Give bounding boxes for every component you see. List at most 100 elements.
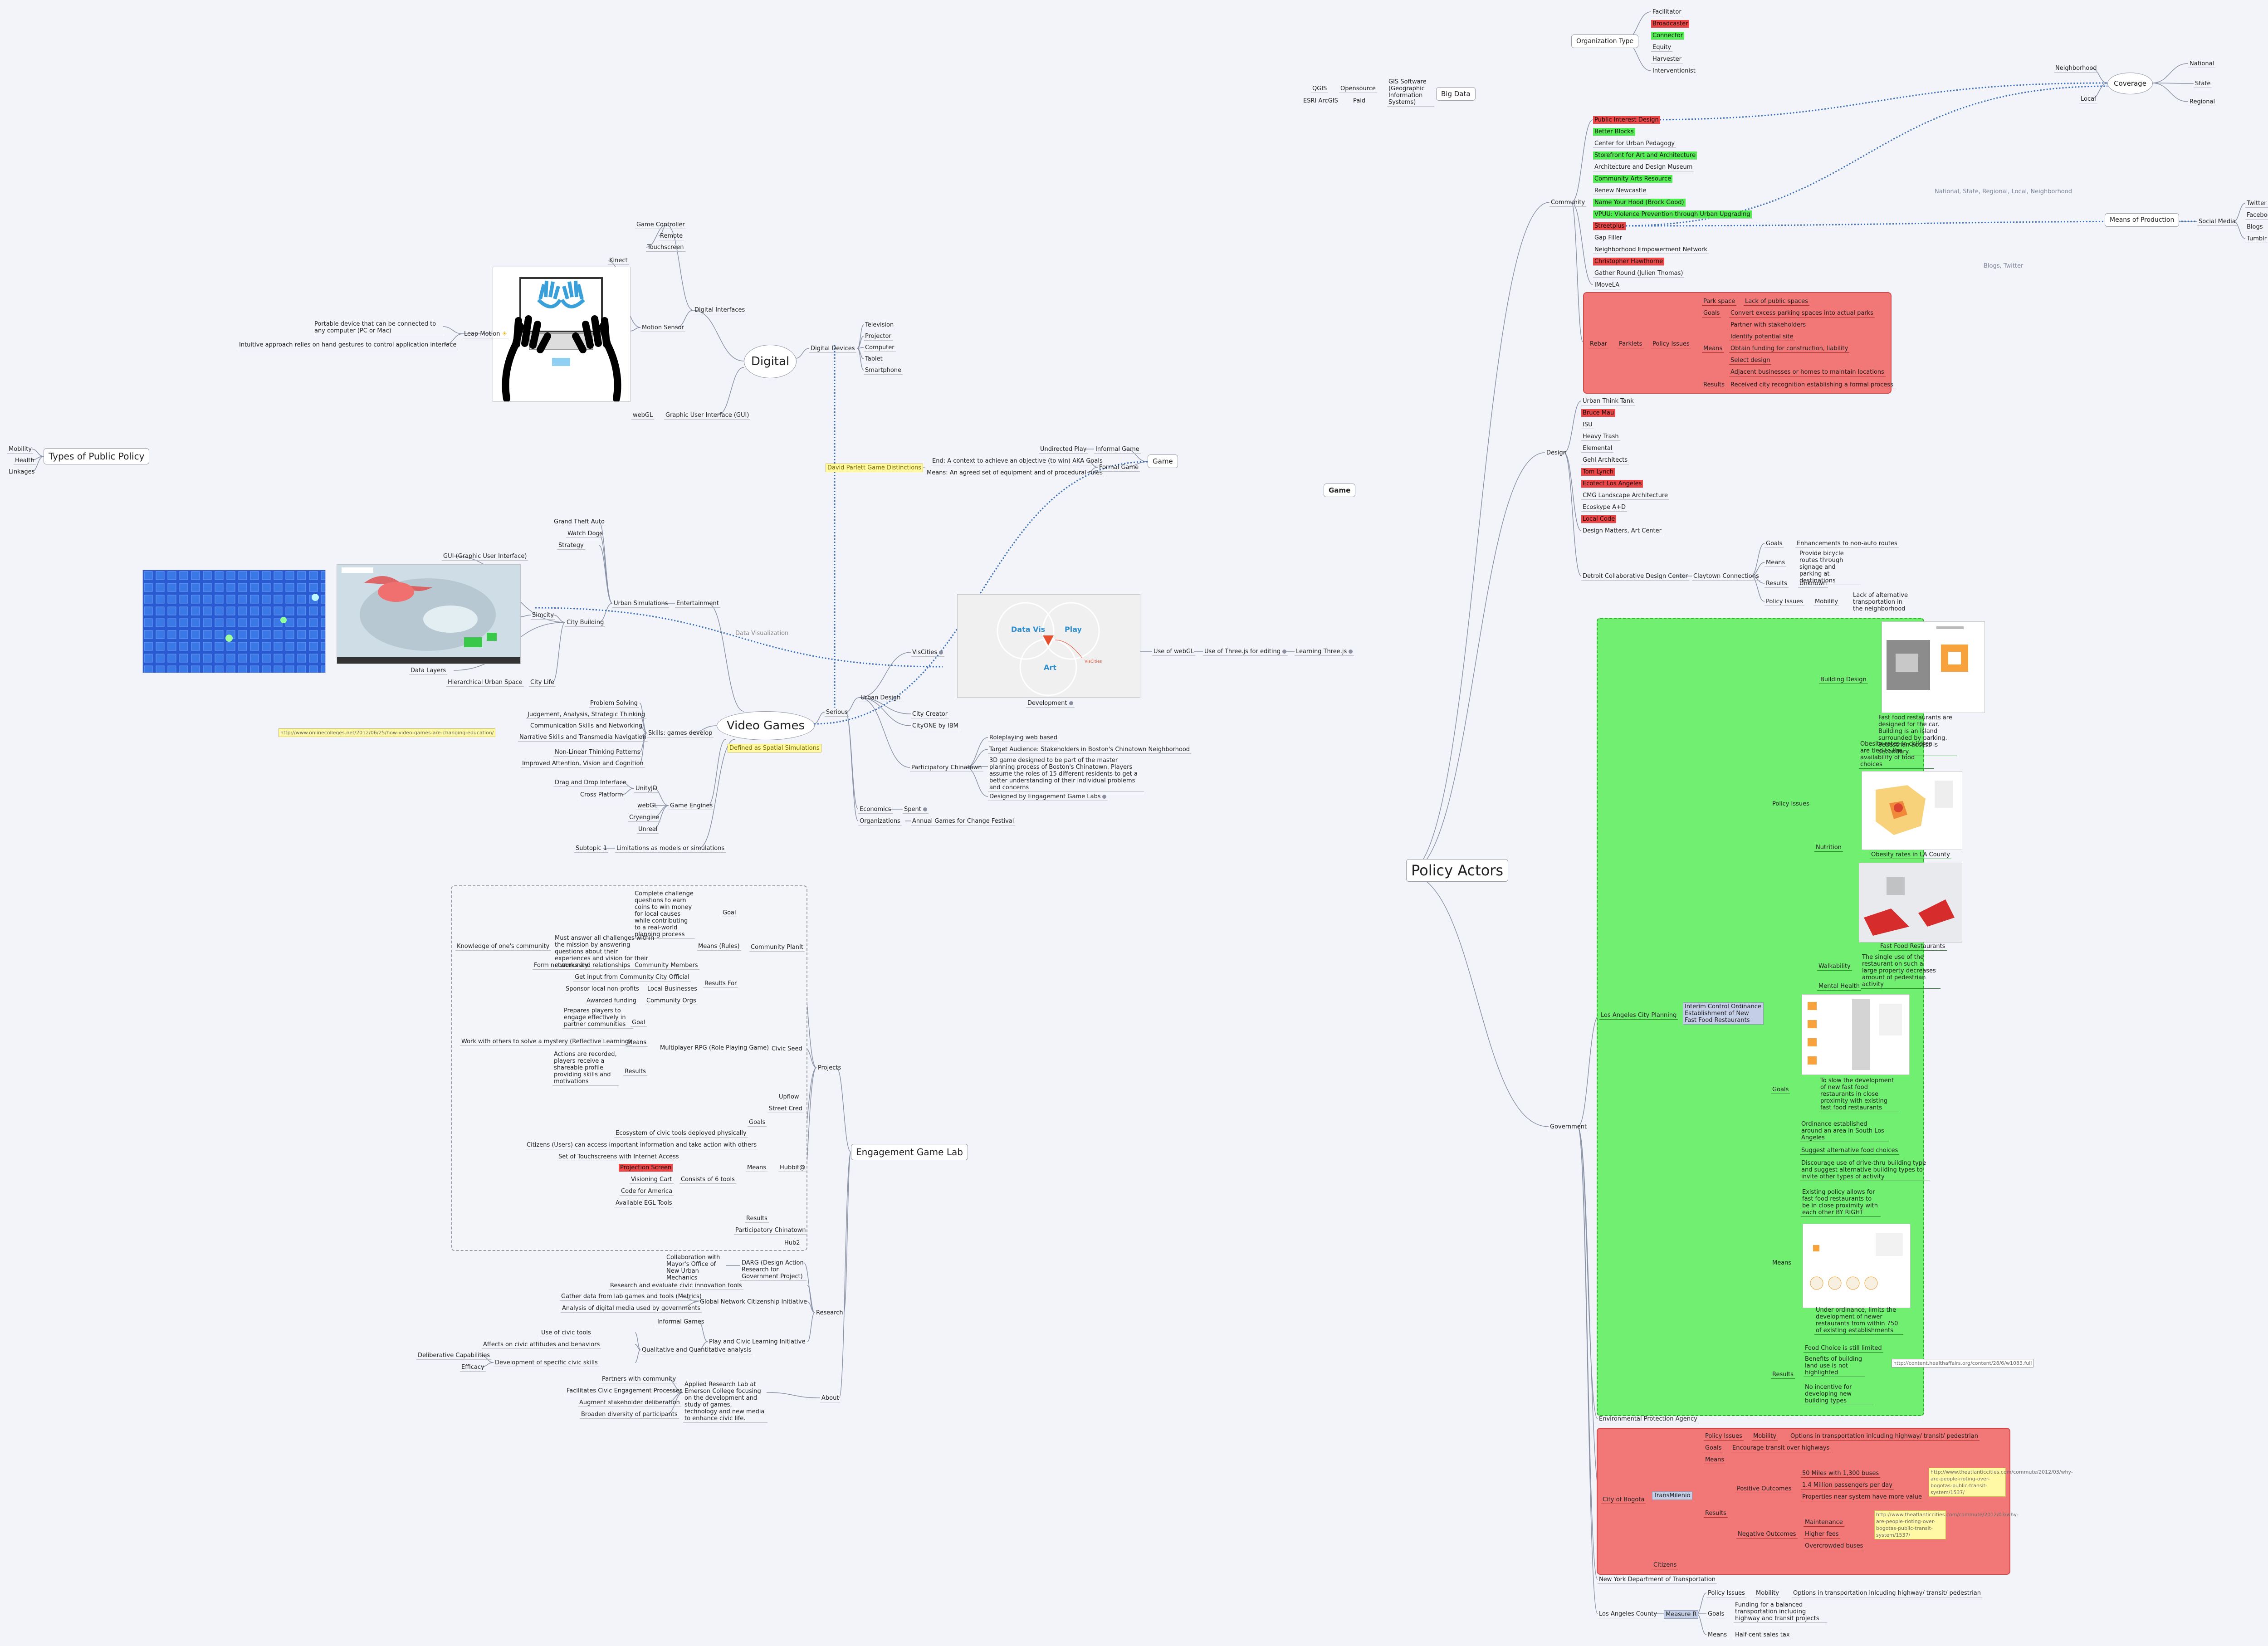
coverage-item[interactable]: State <box>2194 80 2212 88</box>
lac-goals-text[interactable]: Funding for a balanced transportation in… <box>1734 1601 1827 1623</box>
city-building-node[interactable]: City Building <box>565 619 606 627</box>
tool-desc[interactable]: Set of Touchscreens with Internet Access <box>557 1153 680 1161</box>
deliberative-node[interactable]: Deliberative Capabilities <box>416 1352 492 1360</box>
social-item[interactable]: Tumblr <box>2245 235 2268 243</box>
design-firm[interactable]: Bruce Mau <box>1581 409 1616 417</box>
community-org[interactable]: Christopher Hawthorne <box>1593 258 1665 266</box>
results-item[interactable]: Food Choice is still limited <box>1804 1344 1883 1353</box>
viscities-node[interactable]: VisCities <box>911 649 945 657</box>
positive-item[interactable]: 50 Miles with 1,300 buses <box>1801 1470 1881 1478</box>
leap-desc-portable[interactable]: Portable device that can be connected to… <box>313 320 445 335</box>
means-item[interactable]: Partner with stakeholders <box>1729 321 1808 329</box>
parlett-note[interactable]: David Parlett Game Distinctions <box>826 464 924 472</box>
about-item[interactable]: Augment stakeholder deliberation <box>578 1399 681 1407</box>
city-creator-node[interactable]: City Creator <box>911 710 949 718</box>
org-type-item[interactable]: Harvester <box>1651 55 1683 63</box>
unity-item[interactable]: Drag and Drop Interface <box>553 779 628 787</box>
city-life-node[interactable]: City Life <box>529 679 556 687</box>
neighborhood-node[interactable]: Neighborhood <box>2054 64 2098 73</box>
dc-mobility-text[interactable]: Lack of alternative transportation in th… <box>1852 591 1913 613</box>
upflow-node[interactable]: Upflow <box>777 1093 801 1101</box>
engine-item[interactable]: Cryengine <box>628 814 661 822</box>
coverage-item[interactable]: Regional <box>2188 98 2217 106</box>
means-node[interactable]: Means <box>1702 345 1724 353</box>
rf-target[interactable]: Community Members <box>633 962 699 970</box>
park-space-node[interactable]: Park space <box>1702 298 1737 306</box>
design-firm[interactable]: Heavy Trash <box>1581 433 1620 441</box>
coverage-item[interactable]: National <box>2188 60 2216 68</box>
policy-issues-node[interactable]: Policy Issues <box>1651 340 1691 348</box>
detroit-node[interactable]: Detroit Collaborative Design Center <box>1581 572 1690 581</box>
cityone-node[interactable]: CityONE by IBM <box>911 722 960 730</box>
skill-item[interactable]: Improved Attention, Vision and Cognition <box>521 760 645 768</box>
lac-policy-node[interactable]: Policy Issues <box>1706 1589 1746 1597</box>
means-production-topic[interactable]: Means of Production <box>2105 213 2180 227</box>
results-node[interactable]: Results <box>1702 381 1726 389</box>
simcity-node[interactable]: Simcity <box>531 611 556 620</box>
bogota-node[interactable]: City of Bogota <box>1601 1496 1646 1504</box>
org-type-item[interactable]: Equity <box>1651 44 1673 52</box>
community-org[interactable]: Architecture and Design Museum <box>1593 163 1694 171</box>
positive-item[interactable]: 1.4 Million passengers per day <box>1801 1481 1894 1490</box>
types-of-public-policy-topic[interactable]: Types of Public Policy <box>44 448 150 464</box>
research-node[interactable]: Research <box>815 1309 845 1317</box>
coverage-topic[interactable]: Coverage <box>2107 73 2153 94</box>
bg-means-node[interactable]: Means <box>1704 1456 1726 1464</box>
la-results-node[interactable]: Results <box>1771 1371 1795 1379</box>
entertainment-node[interactable]: Entertainment <box>675 600 720 608</box>
skill-item[interactable]: Judgement, Analysis, Strategic Thinking <box>526 711 647 719</box>
la-results-link[interactable]: http://content.healthaffairs.org/content… <box>1892 1359 2034 1368</box>
dc-goals-text[interactable]: Enhancements to non-auto routes <box>1795 540 1899 548</box>
lac-means-node[interactable]: Means <box>1706 1631 1729 1639</box>
negative-link[interactable]: http://www.theatlanticcities.com/commute… <box>1874 1510 2019 1539</box>
design-firm[interactable]: CMG Landscape Architecture <box>1581 492 1670 500</box>
walkability-text[interactable]: The single use of the restaurant on such… <box>1861 953 1941 989</box>
goal-item[interactable]: To slow the development of new fast food… <box>1819 1077 1899 1112</box>
social-item[interactable]: Blogs <box>2245 223 2264 231</box>
fast-food-caption[interactable]: Fast Food Restaurants <box>1879 943 1947 951</box>
pc-item[interactable]: Target Audience: Stakeholders in Boston'… <box>988 746 1192 754</box>
pc-project-node[interactable]: Participatory Chinatown <box>734 1226 807 1235</box>
mrpg-node[interactable]: Multiplayer RPG (Role Playing Game) <box>659 1044 771 1052</box>
pc-item[interactable]: Roleplaying web based <box>988 734 1059 742</box>
means-item[interactable]: Identify potential site <box>1729 333 1795 341</box>
remote-node[interactable]: Remote <box>659 232 684 240</box>
global-node[interactable]: Global Network Citizenship Initiative <box>699 1298 809 1306</box>
esri-node[interactable]: ESRI ArcGIS <box>1302 97 1339 105</box>
engine-item[interactable]: webGL <box>636 802 659 810</box>
parklets-node[interactable]: Parklets <box>1618 340 1644 348</box>
community-org[interactable]: Community Arts Resource <box>1593 175 1673 183</box>
bg-mobility-node[interactable]: Mobility <box>1752 1432 1778 1441</box>
bg-mobility-text[interactable]: Options in transportation inlcuding high… <box>1789 1432 1980 1441</box>
community-org[interactable]: Neighborhood Empowerment Network <box>1593 246 1709 254</box>
unity-node[interactable]: UnityJD <box>634 785 659 793</box>
design-firm[interactable]: Urban Think Tank <box>1581 397 1635 405</box>
big-data-topic[interactable]: Big Data <box>1436 87 1476 101</box>
results-for-node[interactable]: Results For <box>703 980 738 988</box>
video-games-topic[interactable]: Video Games <box>717 711 815 740</box>
motion-sensor-node[interactable]: Motion Sensor <box>640 324 685 332</box>
dc-means-text[interactable]: Provide bicycle routes through signage a… <box>1798 550 1861 585</box>
org-type-item[interactable]: Broadcaster <box>1651 20 1690 28</box>
formal-end-node[interactable]: End: A context to achieve an objective (… <box>931 457 1104 465</box>
cs-means-node[interactable]: Means <box>626 1039 648 1047</box>
design-firm[interactable]: Elemental <box>1581 444 1614 453</box>
claytown-node[interactable]: Claytown Connections <box>1692 572 1760 581</box>
citizens-node[interactable]: Citizens <box>1652 1561 1678 1569</box>
interim-ordinance-node[interactable]: Interim Control Ordinance Establishment … <box>1683 1002 1764 1025</box>
about-item[interactable]: Partners with community <box>601 1375 678 1383</box>
informal-game-node[interactable]: Informal Game <box>1094 445 1141 454</box>
lack-node[interactable]: Lack of public spaces <box>1744 298 1809 306</box>
dc-goals-node[interactable]: Goals <box>1765 540 1784 548</box>
means-rules-node[interactable]: Means (Rules) <box>697 943 741 951</box>
threejs-node[interactable]: Use of Three.js for editing <box>1203 648 1288 656</box>
organizations-node[interactable]: Organizations <box>858 817 902 825</box>
results-item[interactable]: No incentive for developing new building… <box>1804 1383 1874 1405</box>
social-item[interactable]: Facebook <box>2245 211 2268 220</box>
means-item[interactable]: Under ordinance, limits the development … <box>1814 1306 1903 1335</box>
entertainment-item[interactable]: Watch Dogs <box>566 530 604 538</box>
cs-goal-text[interactable]: Prepares players to engage effectively i… <box>562 1007 633 1029</box>
hub2-node[interactable]: Hub2 <box>783 1239 802 1247</box>
use-webgl-node[interactable]: Use of webGL <box>1152 648 1196 656</box>
street-cred-node[interactable]: Street Cred <box>767 1105 804 1113</box>
